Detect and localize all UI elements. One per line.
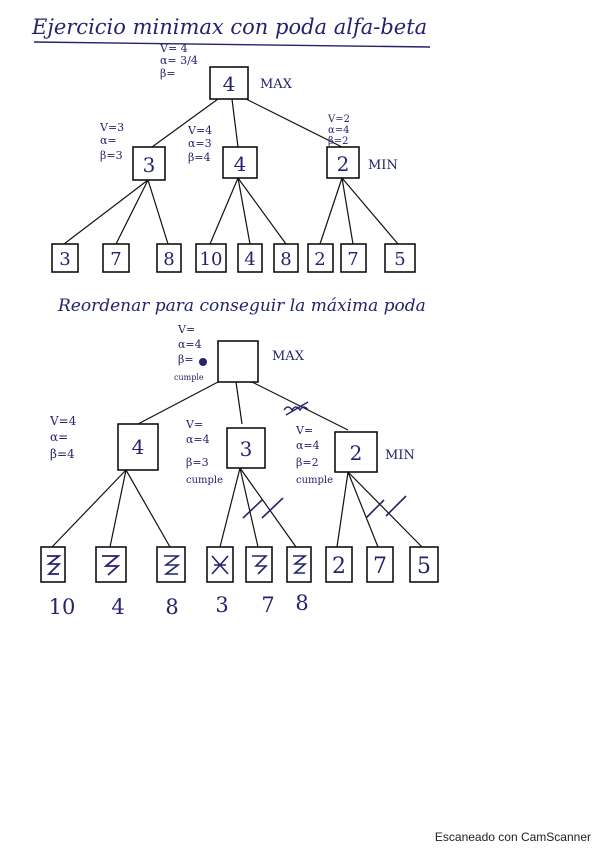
- tree1-leaf-value-9: 5: [394, 249, 405, 270]
- tree1: 4 MAX V= 4 α= 3/4 β= 3 V=3 α= β=3 4 V=4 …: [51, 42, 416, 273]
- tree2-child1-ann-alpha: α=: [50, 430, 68, 444]
- tree2-child-node-3: [334, 431, 378, 473]
- tree1-root-type: MAX: [260, 77, 293, 92]
- tree2-leaf-5: [245, 546, 273, 583]
- tree1-leaf-8: [340, 243, 367, 273]
- tree1-child-value-2: 4: [234, 152, 247, 176]
- tree1-leaf-value-4: 10: [200, 249, 223, 270]
- tree1-leaf-value-6: 8: [280, 249, 291, 270]
- below-value-1: 10: [49, 595, 76, 619]
- tree1-leaf-value-8: 7: [347, 249, 358, 270]
- below-value-3: 8: [165, 595, 178, 619]
- tree2-leaves: 2 7 5: [40, 546, 439, 583]
- tree1-edges: [63, 98, 399, 245]
- tree1-child3-ann-alpha: α=4: [328, 125, 350, 136]
- tree2-child2-ann-alpha: α=4: [186, 433, 210, 446]
- tree2-leaf-7: [325, 546, 353, 583]
- tree1-child-node-1: [132, 146, 166, 181]
- tree1-child-node-2: [222, 146, 258, 179]
- tree2-leaf-value-8: 7: [373, 554, 387, 579]
- tree2-child3-type: MIN: [385, 448, 415, 463]
- tree1-child1-ann-v: V=3: [99, 121, 124, 134]
- scanner-watermark: Escaneado con CamScanner: [434, 830, 591, 844]
- tree1-child3-ann-v: V=2: [327, 114, 350, 125]
- tree2-root-ann-alpha: α=4: [178, 338, 202, 351]
- tree1-leaf-value-2: 7: [110, 249, 121, 270]
- tree2-child3-ann-alpha: α=4: [296, 439, 320, 452]
- scribble-mark: [199, 358, 207, 366]
- below-value-4: 3: [215, 593, 228, 617]
- title-underline: [33, 41, 431, 48]
- tree1-leaf-2: [102, 243, 130, 273]
- tree2-leaf-value-7: 2: [332, 554, 346, 579]
- tree2-child2-ann-cumple: cumple: [186, 475, 223, 486]
- tree1-child2-ann-alpha: α=3: [188, 137, 212, 150]
- tree1-child2-ann-v: V=4: [187, 124, 212, 137]
- tree2-child1-ann-v: V=4: [49, 414, 77, 428]
- tree2-child3-ann-v: V=: [295, 424, 313, 437]
- tree1-root-value: 4: [223, 72, 236, 96]
- tree1-leaf-7: [307, 243, 334, 273]
- tree2-child2-ann-v: V=: [185, 418, 203, 431]
- below-value-5: 7: [261, 593, 274, 617]
- tree2-root-ann-v: V=: [177, 323, 195, 336]
- tree1-leaf-4: [195, 243, 227, 273]
- tree2-leaf-value-9: 5: [417, 554, 431, 579]
- section2-title: Reordenar para conseguir la máxima poda: [57, 296, 426, 316]
- tree1-child2-ann-beta: β=4: [188, 151, 211, 164]
- tree1-leaf-value-3: 8: [163, 249, 174, 270]
- prune-marks: [242, 401, 407, 519]
- tree2-leaf-3: [156, 546, 186, 583]
- tree1-leaf-value-7: 2: [314, 249, 325, 270]
- tree1-leaf-value-1: 3: [59, 249, 70, 270]
- tree1-leaf-9: [384, 243, 416, 273]
- tree1-root-ann-v: V= 4: [159, 42, 188, 55]
- tree2-child3-ann-beta: β=2: [296, 456, 319, 469]
- tree2-child-node-2: [226, 427, 266, 469]
- tree1-leaf-value-5: 4: [244, 249, 255, 270]
- tree1-child-value-1: 3: [143, 153, 156, 177]
- below-value-2: 4: [111, 595, 124, 619]
- tree2-child3-ann-cumple: cumple: [296, 475, 333, 486]
- tree2-root-node: [217, 340, 259, 383]
- tree1-child3-type: MIN: [368, 158, 398, 173]
- tree2-below-values: 10 4 8 3 7 8: [49, 591, 309, 619]
- tree2-child2-ann-beta: β=3: [186, 456, 209, 469]
- tree1-leaf-1: [51, 243, 79, 273]
- page-title: Ejercicio minimax con poda alfa-beta: [31, 15, 427, 39]
- tree2-child-node-1: [117, 423, 159, 471]
- tree2-child-value-2: 3: [240, 437, 253, 461]
- tree2: MAX V= α=4 β= cumple 4 V=4 α= β=4 3 V= α…: [40, 323, 439, 619]
- tree1-leaves: 3 7 8 10 4 8 2 7 5: [51, 243, 416, 273]
- tree2-child1-ann-beta: β=4: [50, 447, 75, 461]
- tree2-root-ann-cumple: cumple: [174, 373, 204, 382]
- tree1-leaf-6: [273, 243, 299, 273]
- tree1-child3-ann-beta: β=2: [328, 136, 349, 147]
- tree2-root-ann-beta: β=: [178, 353, 194, 366]
- tree1-leaf-5: [237, 243, 263, 273]
- tree2-leaf-8: [366, 546, 394, 583]
- tree2-child-value-3: 2: [350, 441, 363, 465]
- tree1-child1-ann-alpha: α=: [100, 134, 117, 147]
- tree1-child1-ann-beta: β=3: [100, 149, 123, 162]
- below-value-6: 8: [295, 591, 308, 615]
- tree1-root-node: [209, 66, 249, 100]
- tree1-root-ann-alpha: α= 3/4: [160, 54, 198, 67]
- tree1-leaf-3: [156, 243, 182, 273]
- tree1-root-ann-beta: β=: [160, 67, 176, 80]
- tree1-child-node-3: [326, 146, 360, 179]
- tree1-child-value-3: 2: [337, 152, 350, 176]
- tree2-child-value-1: 4: [132, 435, 145, 459]
- tree2-leaf-9: [409, 546, 439, 583]
- tree2-leaf-2: [95, 546, 127, 583]
- tree2-root-type: MAX: [272, 349, 305, 364]
